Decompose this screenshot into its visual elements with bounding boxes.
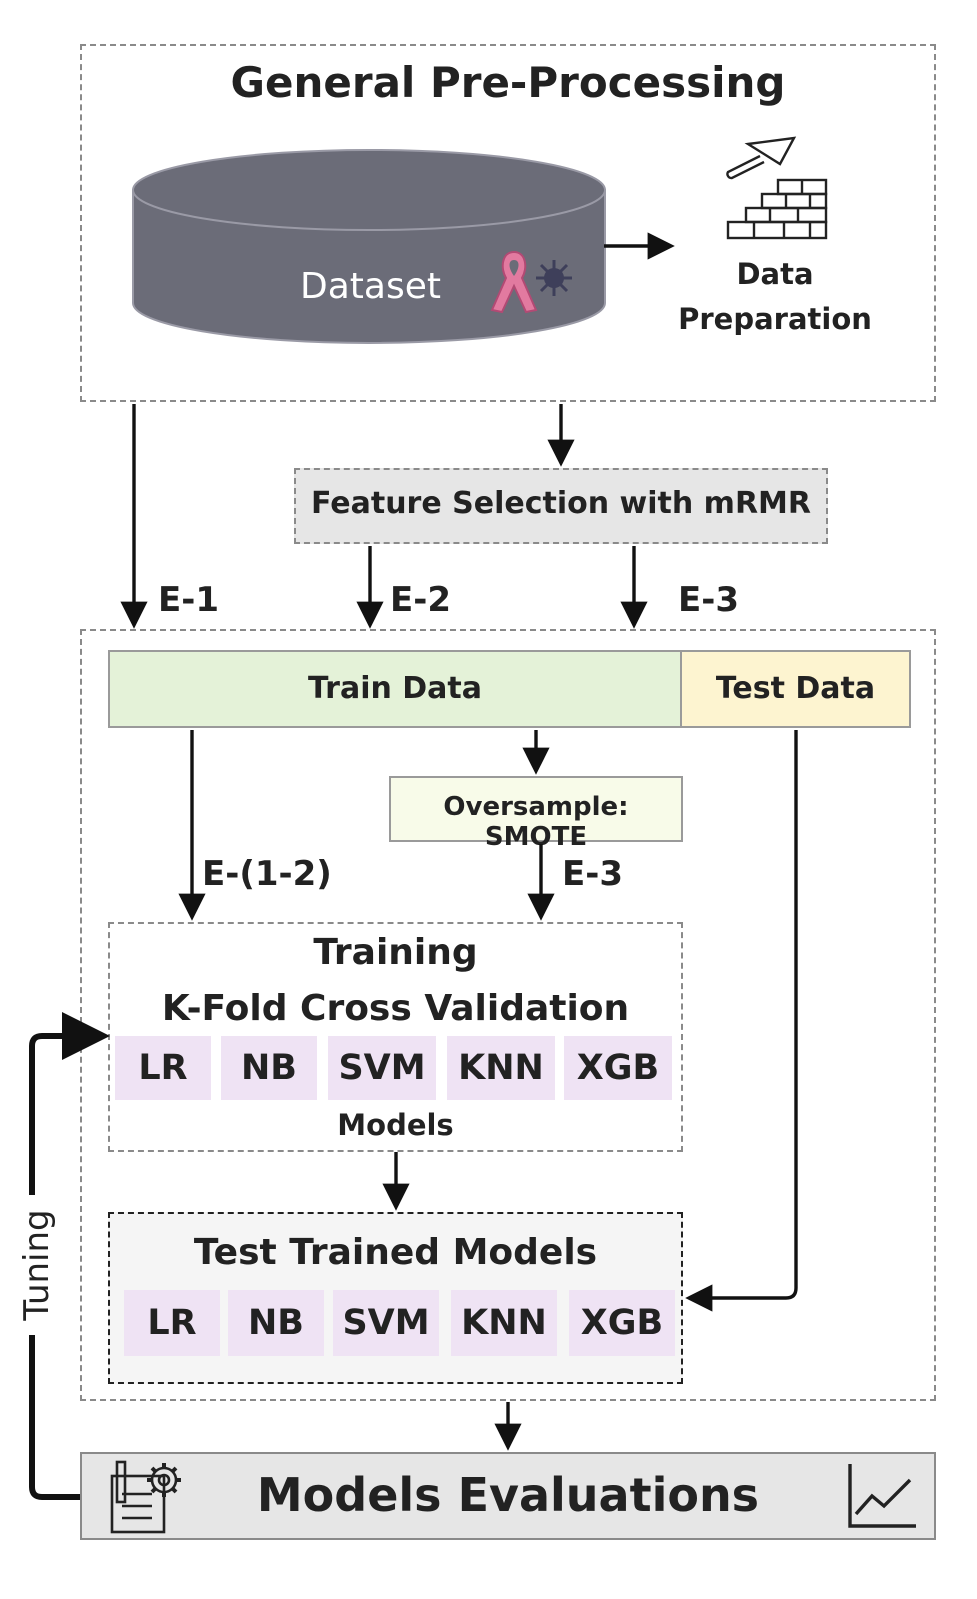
test-model-lr: LR	[124, 1290, 220, 1356]
ribbon-icon	[490, 250, 538, 314]
test-model-svm: SVM	[333, 1290, 439, 1356]
virus-icon	[536, 260, 572, 296]
test-model-xgb: XGB	[569, 1290, 675, 1356]
experiment-label-e12: E-(1-2)	[202, 854, 332, 894]
preprocessing-box	[80, 44, 936, 402]
test-data-label: Test Data	[715, 671, 876, 706]
preprocessing-title: General Pre-Processing	[230, 58, 786, 107]
oversample-label: Oversample: SMOTE	[443, 792, 629, 852]
test-models-title: Test Trained Models	[193, 1232, 598, 1273]
training-title: Training	[313, 932, 478, 973]
training-model-nb: NB	[221, 1036, 317, 1100]
dataset-label: Dataset	[300, 266, 441, 307]
test-model-nb: NB	[228, 1290, 324, 1356]
line-chart-icon	[848, 1464, 916, 1528]
oversample-box	[389, 776, 683, 842]
train-data-label: Train Data	[307, 671, 483, 706]
training-model-svm: SVM	[328, 1036, 436, 1100]
data-preparation-label: Data Preparation	[672, 252, 878, 342]
train-data-block	[108, 650, 682, 728]
data-preparation-line-1: Data	[736, 257, 814, 291]
models-caption: Models	[337, 1108, 454, 1142]
tuning-label: Tuning	[17, 1195, 57, 1335]
kfold-title: K-Fold Cross Validation	[161, 988, 630, 1029]
evaluation-label: Models Evaluations	[256, 1468, 760, 1522]
training-model-knn: KNN	[447, 1036, 555, 1100]
experiment-label-e3-smote: E-3	[562, 854, 623, 894]
experiment-label-e2: E-2	[390, 580, 451, 620]
arrow-test-data-to-testing	[685, 730, 798, 1312]
training-model-xgb: XGB	[564, 1036, 672, 1100]
feature-selection-box	[294, 468, 828, 544]
settings-report-icon	[110, 1460, 181, 1534]
experiment-label-e3: E-3	[678, 580, 739, 620]
feature-selection-label: Feature Selection with mRMR	[310, 486, 811, 521]
test-model-knn: KNN	[451, 1290, 557, 1356]
training-model-lr: LR	[115, 1036, 211, 1100]
trowel-brick-icon	[726, 136, 828, 240]
data-preparation-line-2: Preparation	[678, 302, 872, 336]
evaluation-box	[80, 1452, 936, 1540]
dataset-cylinder	[132, 149, 606, 344]
experiment-label-e1: E-1	[158, 580, 219, 620]
test-data-block	[680, 650, 911, 728]
